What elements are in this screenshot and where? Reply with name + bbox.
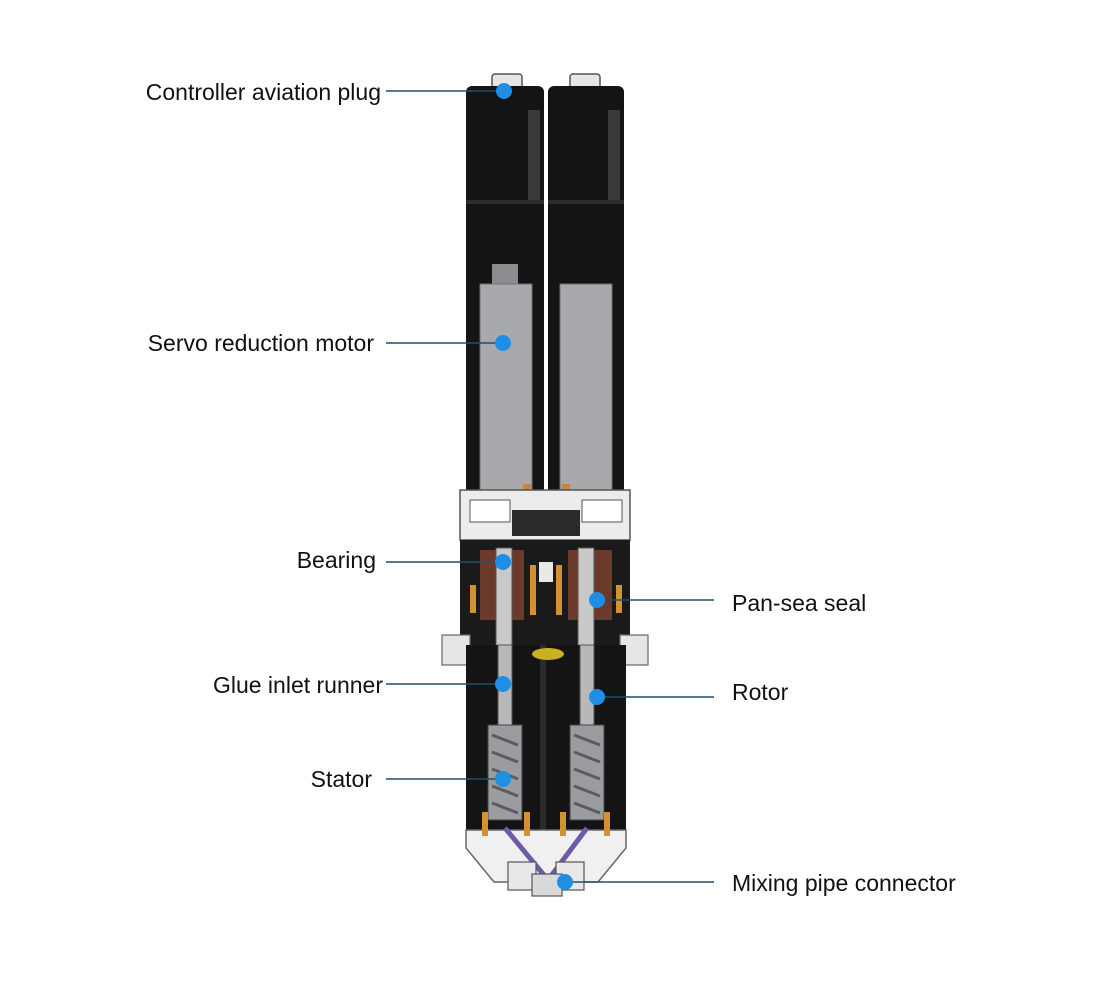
servo-motor-body-right (559, 283, 613, 506)
label-controller-aviation-plug: Controller aviation plug (146, 79, 381, 105)
callout-controller-aviation-plug: Controller aviation plug (146, 79, 512, 105)
label-rotor: Rotor (732, 679, 789, 705)
servo-motor-body-left (479, 264, 533, 506)
label-glue-inlet-runner: Glue inlet runner (213, 672, 383, 698)
marker-dot (495, 771, 511, 787)
marker-dot (496, 83, 512, 99)
marker-dot (495, 554, 511, 570)
marker-dot (589, 689, 605, 705)
label-servo-reduction-motor: Servo reduction motor (148, 330, 375, 356)
dispenser-device-illustration (441, 73, 649, 897)
label-pan-sea-seal: Pan-sea seal (732, 590, 866, 616)
label-stator: Stator (311, 766, 373, 792)
callout-pan-sea-seal: Pan-sea seal (589, 590, 866, 616)
callout-rotor: Rotor (589, 679, 789, 705)
label-bearing: Bearing (297, 547, 376, 573)
marker-dot (495, 676, 511, 692)
callout-mixing-pipe-connector: Mixing pipe connector (557, 870, 956, 896)
pump-body (466, 644, 626, 830)
callout-stator: Stator (311, 766, 511, 792)
mixing-head (465, 812, 627, 897)
callout-glue-inlet-runner: Glue inlet runner (213, 672, 511, 698)
marker-dot (589, 592, 605, 608)
callout-bearing: Bearing (297, 547, 511, 573)
marker-dot (557, 874, 573, 890)
marker-dot (495, 335, 511, 351)
label-mixing-pipe-connector: Mixing pipe connector (732, 870, 956, 896)
callout-servo-reduction-motor: Servo reduction motor (148, 330, 511, 356)
